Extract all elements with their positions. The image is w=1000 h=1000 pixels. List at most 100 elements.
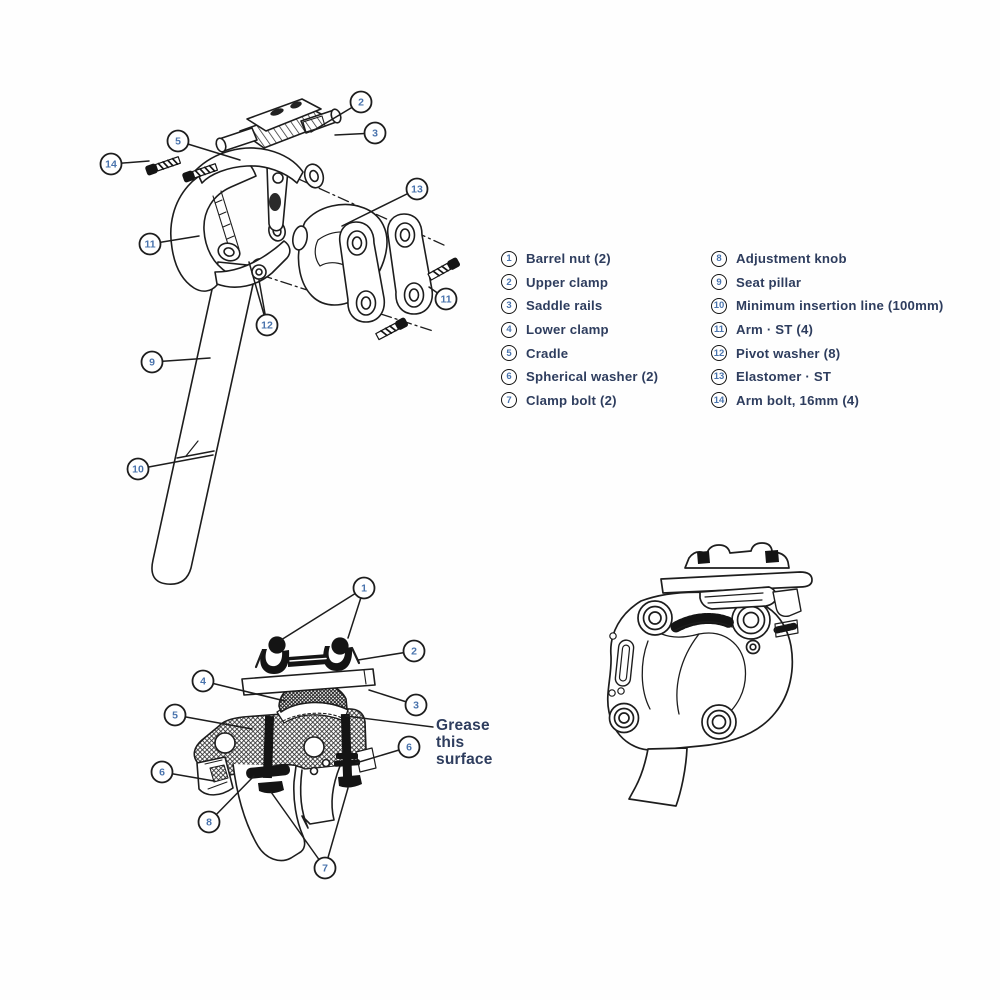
callout-circle-11 [434, 287, 458, 311]
callout-circle-6 [150, 760, 174, 784]
callout-circle-4 [191, 669, 215, 693]
seat-pillar [151, 261, 258, 585]
callout-number: 13 [411, 184, 423, 196]
part-label: Pivot washer (8) [736, 345, 841, 361]
callout-circle-7 [313, 856, 337, 880]
callout-leader-line [280, 587, 365, 641]
callout-number: 5 [175, 136, 181, 148]
callout-number: 14 [105, 159, 117, 171]
parts-list-column-left: 1 Barrel nut (2) 2 Upper clamp 3 Saddle rails… [501, 247, 658, 412]
parts-list-item: 3 Saddle rails [501, 294, 658, 318]
callout-circle-13 [405, 177, 429, 201]
callout-circle-2 [402, 639, 426, 663]
side-slot [608, 632, 635, 697]
callout-leader-line [202, 680, 286, 702]
callout-circle-12 [255, 313, 279, 337]
minimum-insertion-line [176, 450, 215, 459]
arm-bolt [145, 156, 461, 341]
spherical-washer [303, 163, 325, 189]
part-label: Seat pillar [736, 274, 802, 290]
clamp-bolt-left [246, 715, 291, 794]
part-label: Cradle [526, 345, 569, 361]
callout-circle-1 [352, 576, 376, 600]
callout-number: 4 [200, 676, 206, 688]
callout-number: 11 [440, 294, 451, 306]
callout-number: 3 [413, 700, 419, 712]
bolt-boss [608, 600, 771, 740]
part-number-badge: 9 [711, 274, 727, 291]
pivot-washer [251, 264, 267, 280]
part-number-badge: 13 [711, 368, 727, 385]
cradle [195, 147, 304, 184]
callout-number: 5 [172, 710, 178, 722]
assembled-head-diagram [606, 542, 813, 807]
callout-number: 7 [322, 863, 328, 875]
part-label: Clamp bolt (2) [526, 392, 617, 408]
parts-list-item: 2 Upper clamp [501, 271, 658, 295]
callout-circle-10 [126, 457, 150, 481]
parts-list-item: 4 Lower clamp [501, 318, 658, 342]
part-label: Lower clamp [526, 322, 609, 338]
callout-circle-5 [163, 703, 187, 727]
spherical-washer-left [196, 756, 234, 796]
part-label: Arm · ST (4) [736, 322, 814, 338]
parts-list-item: 10 Minimum insertion line (100mm) [711, 294, 944, 318]
parts-list-item: 9 Seat pillar [711, 271, 944, 295]
callout-number: 1 [361, 583, 367, 595]
part-label: Upper clamp [526, 274, 609, 290]
callout-circle-3 [363, 121, 387, 145]
part-label: Minimum insertion line (100mm) [736, 298, 944, 314]
callout-number: 6 [159, 767, 165, 779]
part-number-badge: 14 [711, 392, 727, 409]
adjustment-knob [246, 764, 291, 779]
callout-number: 8 [206, 817, 212, 829]
part-number-badge: 4 [501, 321, 517, 338]
part-number-badge: 2 [501, 274, 517, 291]
part-number-badge: 6 [501, 368, 517, 385]
callout-number: 9 [149, 357, 155, 369]
clamp-bolt-right [333, 713, 362, 788]
callout-leader-line [137, 454, 214, 470]
elastomer-knurl [670, 613, 736, 633]
callout-number: 12 [261, 320, 273, 332]
front-link [266, 165, 289, 232]
callout-number: 11 [144, 239, 155, 251]
callout-circle-14 [99, 152, 123, 176]
part-number-badge: 11 [711, 321, 727, 338]
part-label: Spherical washer (2) [526, 369, 659, 385]
parts-list-item: 1 Barrel nut (2) [501, 247, 658, 271]
part-label: Arm bolt, 16mm (4) [736, 392, 860, 408]
part-number-badge: 8 [711, 250, 727, 267]
part-label: Elastomer · ST [736, 369, 832, 385]
part-number-badge: 10 [711, 297, 727, 314]
callout-circle-2 [349, 90, 373, 114]
part-number-badge: 1 [501, 250, 517, 267]
callout-circle-8 [197, 810, 221, 834]
saddle-rails-assembled [660, 571, 813, 594]
callout-leader-line [174, 714, 253, 730]
parts-list-item: 14 Arm bolt, 16mm (4) [711, 389, 944, 413]
seat-pillar-assembled [628, 747, 688, 807]
part-label: Saddle rails [526, 298, 603, 314]
part-label: Barrel nut (2) [526, 251, 611, 267]
callout-circle-9 [140, 350, 164, 374]
callout-circle-11 [138, 232, 162, 256]
barrel-nut [268, 636, 349, 655]
grease-note-line: surface [436, 751, 493, 768]
cable-bracket [772, 588, 802, 638]
pillar-head-body [232, 747, 377, 862]
callout-number: 6 [406, 742, 412, 754]
callout-leader-line [270, 791, 326, 869]
callout-leader-line [324, 787, 349, 869]
callout-number: 3 [372, 128, 378, 140]
parts-list-item: 11 Arm · ST (4) [711, 318, 944, 342]
part-number-badge: 3 [501, 297, 517, 314]
grease-note-line: this [436, 734, 465, 751]
